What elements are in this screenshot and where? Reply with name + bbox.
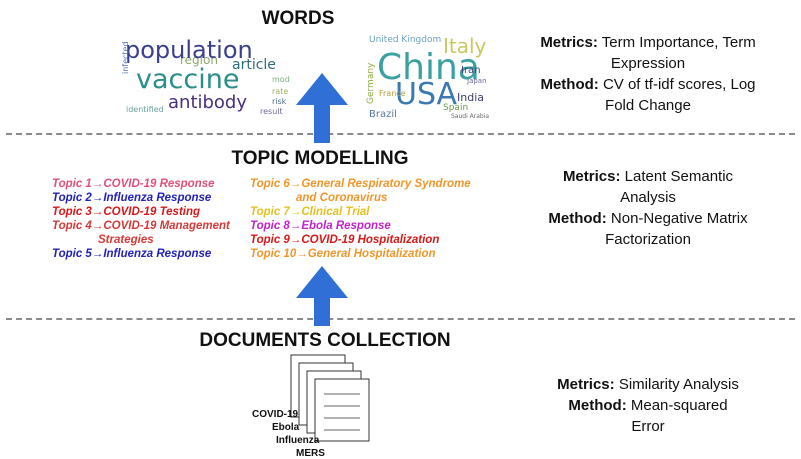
method-label: Method: — [548, 210, 607, 227]
method-value: CV of tf-idf scores, Log — [602, 76, 756, 93]
document-label: Ebola — [272, 422, 300, 433]
topic-4: Topic 4→COVID-19 Management — [52, 220, 230, 232]
method-value: Mean-squared — [630, 397, 728, 414]
divider-bottom — [6, 318, 795, 320]
cloud-word: infected — [122, 41, 130, 74]
arrow-up-to-words — [296, 73, 348, 143]
cloud-word: antibody — [168, 92, 248, 113]
documents-metrics-block: Metrics: Similarity Analysis Method: Mea… — [498, 374, 798, 437]
method-label: Method: — [540, 76, 599, 93]
documents-method-line: Method: Mean-squared — [498, 395, 798, 416]
arrow-head — [296, 73, 348, 105]
cloud-word: risk — [272, 97, 287, 106]
cloud-word: model — [272, 75, 290, 84]
cloud-word: Iran — [461, 65, 481, 76]
cloud-word: Italy — [443, 34, 487, 58]
topic-2: Topic 2→Influenza Response — [52, 192, 212, 204]
cloud-word: Saudi Arabia — [451, 113, 490, 120]
document-page — [314, 378, 370, 442]
document-label: COVID-19 — [252, 409, 299, 420]
topic-method-line-2: Factorization — [605, 231, 691, 248]
divider-top — [6, 133, 795, 135]
documents-metrics-line: Metrics: Similarity Analysis — [498, 374, 798, 395]
arrow-shaft — [314, 294, 330, 326]
words-metrics-block: Metrics: Term Importance, Term Expressio… — [498, 32, 798, 116]
metrics-label: Metrics: — [557, 376, 615, 393]
topic-4-continued: Strategies — [98, 234, 154, 246]
method-value: Non-Negative Matrix — [610, 210, 748, 227]
topic-10: Topic 10→General Hospitalization — [250, 248, 436, 260]
cloud-word: region — [180, 53, 218, 67]
topic-metrics-block: Metrics: Latent Semantic Analysis Method… — [498, 166, 798, 250]
metrics-value: Similarity Analysis — [618, 376, 739, 393]
cloud-word: population — [125, 36, 253, 64]
topic-1: Topic 1→COVID-19 Response — [52, 178, 215, 190]
metrics-value: Term Importance, Term — [601, 34, 756, 51]
arrow-up-to-topics — [296, 266, 348, 326]
topic-3: Topic 3→COVID-19 Testing — [52, 206, 201, 218]
topic-6-continued: and Coronavirus — [296, 192, 388, 204]
topic-modelling-heading: TOPIC MODELLING — [231, 148, 409, 169]
topic-7: Topic 7→Clinical Trial — [250, 206, 370, 218]
arrow-head — [296, 266, 348, 298]
metrics-value: Latent Semantic — [624, 168, 734, 185]
arrow-shaft — [314, 101, 330, 143]
words-heading: WORDS — [261, 8, 335, 29]
topic-6: Topic 6→General Respiratory Syndrome — [250, 178, 471, 190]
cloud-word: USA — [395, 77, 458, 112]
document-label: Influenza — [276, 435, 320, 446]
method-label: Method: — [568, 397, 627, 414]
cloud-word: Brazil — [369, 109, 397, 120]
word-cloud-countries: United Kingdom Italy China USA Germany I… — [365, 34, 490, 122]
metrics-label: Metrics: — [540, 34, 598, 51]
cloud-word: result — [260, 107, 283, 116]
topic-9: Topic 9→COVID-19 Hospitalization — [250, 234, 440, 246]
metrics-label: Metrics: — [562, 168, 621, 185]
topic-5: Topic 5→Influenza Response — [52, 248, 212, 260]
topic-method-line: Method: Non-Negative Matrix — [498, 208, 798, 229]
documents-method-line-2: Error — [631, 418, 665, 435]
topic-metrics-line-2: Analysis — [620, 189, 676, 206]
topic-8: Topic 8→Ebola Response — [250, 220, 391, 232]
documents-collection-heading: DOCUMENTS COLLECTION — [199, 330, 451, 351]
document-stack-icon — [290, 354, 370, 442]
cloud-word: United Kingdom — [369, 35, 442, 45]
words-method-line-2: Fold Change — [605, 97, 691, 114]
words-metrics-line-2: Expression — [610, 55, 686, 72]
word-cloud-topics: region population article vaccine antibo… — [122, 36, 290, 120]
cloud-word: China — [377, 47, 480, 88]
cloud-word: rate — [272, 87, 289, 96]
cloud-word: Japan — [467, 77, 487, 85]
cloud-word: identified — [126, 105, 164, 114]
cloud-word: article — [232, 57, 276, 73]
words-metrics-line: Metrics: Term Importance, Term — [498, 32, 798, 53]
document-label: MERS — [296, 448, 325, 459]
words-method-line: Method: CV of tf-idf scores, Log — [498, 74, 798, 95]
topic-metrics-line: Metrics: Latent Semantic — [498, 166, 798, 187]
cloud-word: France — [379, 89, 406, 98]
cloud-word: vaccine — [136, 64, 240, 95]
cloud-word: India — [457, 91, 484, 104]
cloud-word: Spain — [443, 103, 469, 113]
cloud-word: Germany — [366, 62, 376, 104]
